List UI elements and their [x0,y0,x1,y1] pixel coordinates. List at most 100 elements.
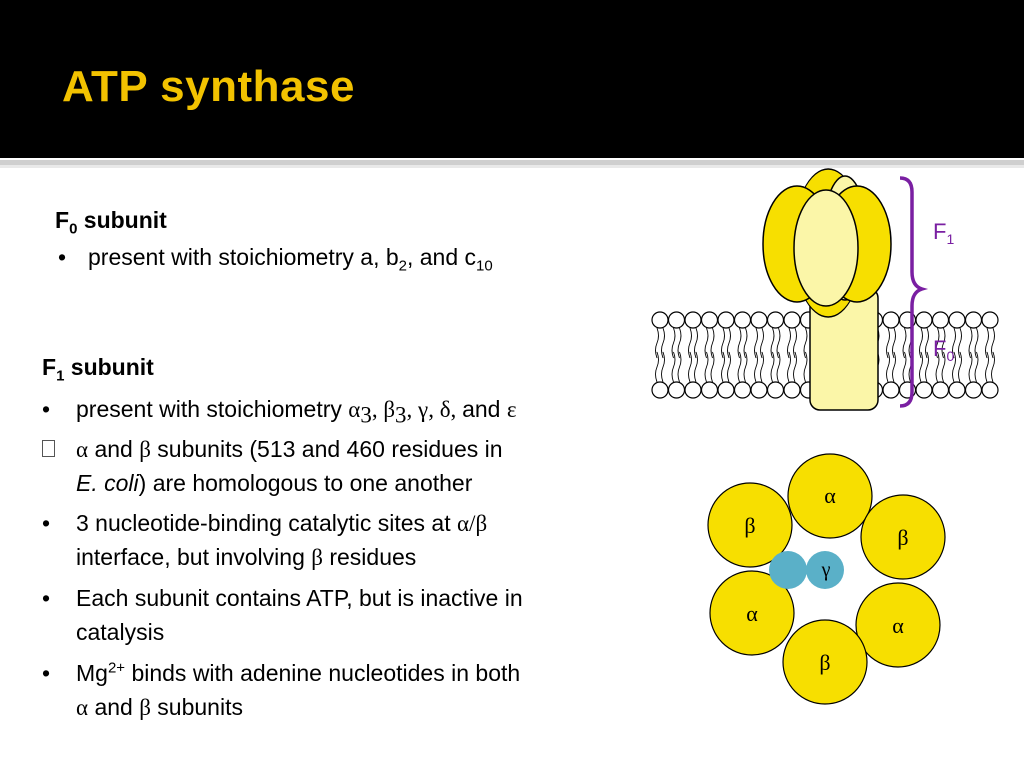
lipid-tail [661,351,665,383]
lipid-head [684,311,702,329]
lipid-tail [770,327,775,359]
ring-label-upper-left: β [744,513,755,538]
f0-text-mid: , and c [406,244,477,270]
lipid-head [964,381,983,399]
lipid-tail [925,351,929,383]
lipid-head [981,311,999,329]
lipid-tail [770,351,775,383]
f1-f0-bracket [899,176,929,408]
lipid-tail [727,327,731,359]
lipid-tail [941,351,946,383]
lipid-head [684,381,702,399]
b5-alpha: α [76,695,89,720]
title-divider-light [0,165,1024,168]
lipid-tail [935,327,940,359]
lipid-tail [892,327,896,359]
lipid-tail [952,351,956,383]
lipid-head [667,311,686,329]
lipid-tail [671,351,676,383]
ring-label-upper-right: β [897,525,908,550]
f1-heading-letter: F [42,354,57,380]
ring-subunit-bottom [782,619,868,705]
lipid-tail [694,327,698,359]
lipid-head [915,381,933,399]
b3-line1-pre: 3 nucleotide-binding catalytic sites at [76,510,457,536]
lipid-head [766,311,785,329]
gamma-left-lobe [769,551,807,589]
b2-italic-ecoli: E. coli [76,470,139,496]
slide-title: ATP synthase [62,62,355,111]
lipid-tail [710,351,715,383]
f0-label-sub: 0 [946,348,954,364]
b1-rest: , γ, δ, [406,397,463,422]
b1-sep: , [371,397,384,422]
b3-beta: β [311,545,323,570]
bullet-marker: • [42,510,51,536]
lipid-tail [974,351,979,383]
b5-and: and [88,694,140,720]
lipid-head [667,381,686,399]
b1-beta: β [383,397,396,422]
f1-bullet-4-line2: catalysis [76,619,165,645]
ring-subunit-top [787,453,873,539]
lipid-head [733,381,752,399]
f0-label-letter: F [933,336,946,361]
b5-line1-rest: binds with adenine nucleotides in both [125,660,521,686]
lipid-tail [677,351,682,383]
b1-and: and [462,396,507,422]
b3-alpha-beta: α/β [457,511,488,536]
lipid-head [717,311,735,329]
lipid-head [717,381,735,399]
ring-subunit-upper-right [860,494,946,580]
lipid-tail [902,327,907,359]
lipid-tail [968,327,973,359]
lipid-tail [886,351,890,383]
lipid-tail [793,351,797,383]
b2-line1-rest: subunits (513 and 460 residues in [150,436,503,462]
b3-line2-pre: interface, but involving [76,544,312,570]
lipid-tail [710,327,715,359]
lipid-tail [655,327,659,359]
lipid-tail [776,327,781,359]
bullet-marker: • [42,396,51,422]
f1-label: F1 [933,219,954,247]
f0-text-pre: present with stoichiometry a, b [88,244,399,270]
lipid-head [948,381,966,399]
f1-heading-rest: subunit [64,354,154,380]
lipid-tail [704,327,709,359]
ring-label-lower-left: α [746,601,758,626]
bullet-marker: • [42,585,51,611]
f1-label-sub: 1 [946,231,954,247]
lipid-head [733,311,752,329]
lipid-head [750,311,768,329]
lipid-tail [886,327,890,359]
lipid-tail [655,351,659,383]
b2-and: and [88,436,140,462]
b1-epsilon: ε [506,397,517,422]
atp-synthase-diagram: F1 F0 [651,168,999,411]
lipid-tail [721,351,725,383]
f1-bullet-2-line2: E. coli) are homologous to one another [76,466,472,500]
f1-heading-sub: 1 [56,367,65,385]
lipid-tail [941,327,946,359]
f0-sub-c: 10 [476,257,493,275]
bullet-marker: • [58,244,67,270]
lipid-tail [688,327,692,359]
lipid-head [931,381,950,399]
lipid-head [750,381,768,399]
lipid-tail [737,351,742,383]
lipid-tail [776,351,781,383]
lipid-tail [892,351,896,383]
ring-label-lower-right: α [892,613,904,638]
ring-subunit-upper-left [707,482,793,568]
f1-heading: F1 subunit [42,352,154,385]
lipid-tail [737,327,742,359]
lipid-tail [919,351,923,383]
b2-alpha: α [76,437,89,462]
f1-label-letter: F [933,219,946,244]
lipid-tail [902,351,907,383]
lipid-tail [919,327,923,359]
b3-line2-rest: residues [322,544,417,570]
lipid-tail [974,327,979,359]
lipid-tail [787,327,791,359]
